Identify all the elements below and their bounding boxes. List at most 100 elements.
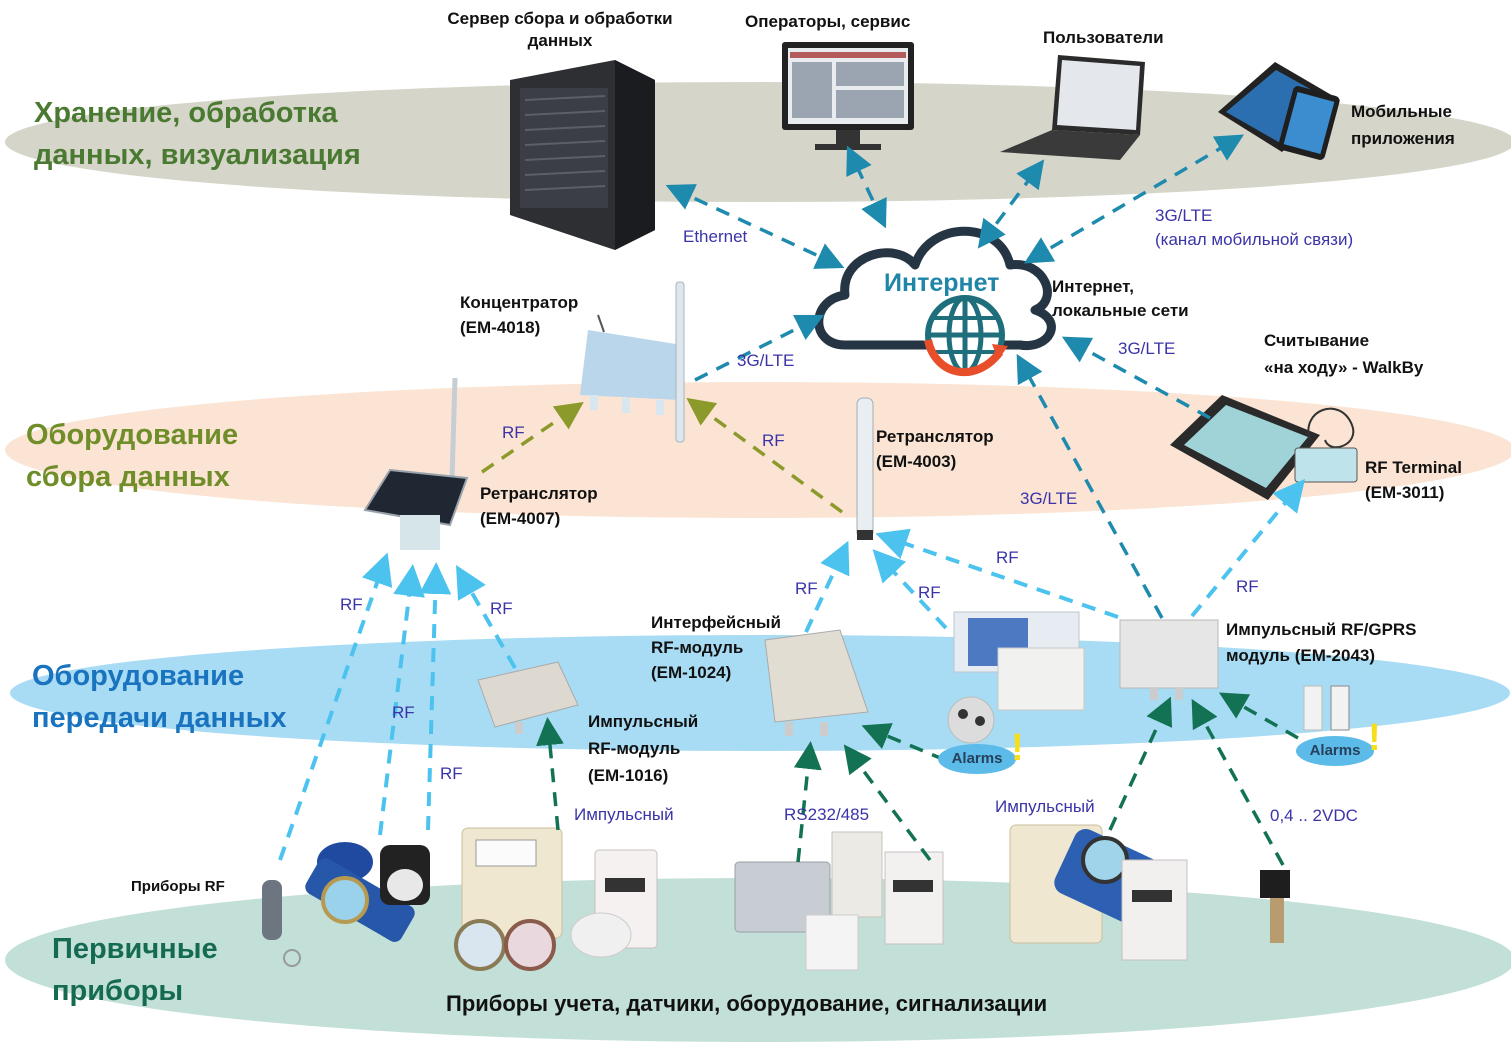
link-rf-gprs-terminal [1190,478,1306,618]
mobile-label: Мобильные приложения [1351,98,1455,152]
link-label-rf-iface-4003: RF [795,579,818,598]
gprs-module-icon [1119,619,1219,700]
link-label-rf-gprs-terminal: RF [1236,577,1259,596]
link-label-mobile-3g-line1: 3G/LTE [1155,206,1213,225]
server-rack-icon [510,60,655,250]
link-label-rf-pulse-4007: RF [490,599,513,618]
link-label-rs232: RS232/485 [784,805,870,824]
gas-meter-icon [461,827,563,939]
layer-storage-line2: данных, визуализация [34,139,361,171]
tube-repeater-icon [856,397,874,540]
rf-terminal-device-icon [1294,407,1358,483]
walkby-label: Считывание «на ходу» - WalkBy [1264,327,1423,381]
operator-monitor-icon [782,42,914,150]
water-meters-group-icon [454,919,556,971]
layer-transmission-line1: Оборудование [32,660,245,692]
link-wired-heatmeter-1024 [793,741,822,863]
concentrator-label: Концентратор (EM-4018) [460,290,578,340]
mobile-devices-icon [1218,62,1340,160]
walkby-tablet-icon [1170,395,1320,500]
link-wired-gasmeter-1016 [536,717,564,831]
repeater-4007-label-line2: (EM-4007) [480,509,561,528]
server-label-line1: Сервер сбора и обработки [447,9,673,28]
connection-links [278,134,1306,866]
gsm-sensor-icon [831,831,883,918]
pulse-module-label-line2: RF-модуль [588,739,681,758]
interface-module-label: Интерфейсный RF-модуль (EM-1024) [651,610,781,685]
layer-primary-line2: приборы [52,975,184,1007]
users-label: Пользователи [1043,28,1164,47]
layer-transmission-line2: передачи данных [32,702,287,734]
link-label-mobile-3g: 3G/LTE (канал мобильной связи) [1155,204,1353,252]
layer-transmission-title: Оборудование передачи данных [32,655,287,739]
link-label-rf-a: RF [340,595,363,614]
link-label-pulse-1016: Импульсный [574,805,674,824]
internet-label-line2: локальные сети [1052,301,1189,320]
electric-meter-2-icon [884,851,944,945]
internet-label: Интернет, локальные сети [1052,275,1189,323]
alarms-left-exclamation-icon: ! [1011,727,1024,769]
server-label-line2: данных [527,31,593,50]
alarms-badge-right: Alarms [1296,736,1374,766]
alarms-badge-left: Alarms [938,744,1016,774]
interface-module-label-line1: Интерфейсный [651,613,781,632]
layer-collection-line2: сбора данных [26,461,230,493]
link-rf-watermeter-4007 [378,564,425,836]
walkby-label-line2: «на ходу» - WalkBy [1264,358,1424,377]
layer-storage-line1: Хранение, обработка [34,97,338,129]
internet-cloud-title: Интернет [884,269,1000,297]
internet-label-line1: Интернет, [1052,277,1134,296]
walkby-label-line1: Считывание [1264,331,1370,350]
link-rf-gprs-4003 [875,528,1119,619]
link-label-concentrator-3g: 3G/LTE [737,351,795,370]
globe-icon [924,295,1008,377]
link-wired-pressure-2043 [1191,698,1285,866]
mobile-label-line2: приложения [1351,129,1455,148]
link-label-walkby-3g: 3G/LTE [1118,339,1176,358]
link-label-gprs-3g: 3G/LTE [1020,489,1078,508]
link-rf-keyfob-4007 [278,552,393,861]
electric-meter-3-icon [1121,859,1188,961]
gprs-module-label-line1: Импульсный RF/GPRS [1226,620,1417,639]
gprs-module-label-line2: модуль (EM-2043) [1226,646,1376,665]
layer-storage-title: Хранение, обработка данных, визуализация [34,92,361,176]
link-wired-alarm-1024 [861,723,946,762]
pulse-module-label-line3: (EM-1016) [588,766,669,785]
pir-sensor-icon [805,914,859,971]
repeater-4003-label-line2: (EM-4003) [876,452,957,471]
rf-terminal-label: RF Terminal (EM-3011) [1365,455,1462,505]
motion-sensor-icon [380,845,430,905]
layer-primary-title: Первичные приборы [52,928,218,1012]
operators-label: Операторы, сервис [745,12,911,31]
link-label-pulse-2043: Импульсный [995,797,1095,816]
rf-devices-label: Приборы RF [131,878,225,895]
link-rf-pulse-4007 [456,565,517,669]
rf-terminal-label-line2: (EM-3011) [1365,483,1445,502]
link-label-rf-gprs-4003: RF [996,548,1019,567]
smoke-detector-icon [947,696,995,744]
link-4003-concentrator [686,397,844,514]
repeater-4007-label: Ретранслятор (EM-4007) [480,481,598,531]
link-label-ethernet: Ethernet [683,227,748,246]
link-label-rf-panel-4003: RF [918,583,941,602]
pressure-sensor-icon [1260,870,1290,943]
link-4007-concentrator [481,402,584,474]
interface-rf-module-icon [764,629,869,736]
rf-keyfob-icon [262,880,301,967]
water-meter-icon [305,842,415,942]
concentrator-label-line1: Концентратор [460,293,579,312]
link-label-mobile-3g-line2: (канал мобильной связи) [1155,230,1354,249]
link-gprs-internet [1016,353,1164,619]
solar-repeater-icon [363,377,469,550]
alarm-panel-icon [953,611,1085,711]
link-rf-motion-4007 [419,562,452,831]
mobile-label-line1: Мобильные [1351,102,1452,121]
link-server-internet [665,184,845,269]
link-label-rf-c: RF [440,764,463,783]
link-walkby-internet [1061,336,1211,420]
layer-collection-line1: Оборудование [26,419,239,451]
layer-collection-title: Оборудование сбора данных [26,414,238,498]
gprs-module-label: Импульсный RF/GPRS модуль (EM-2043) [1226,617,1417,669]
link-label-rf-b: RF [392,703,415,722]
